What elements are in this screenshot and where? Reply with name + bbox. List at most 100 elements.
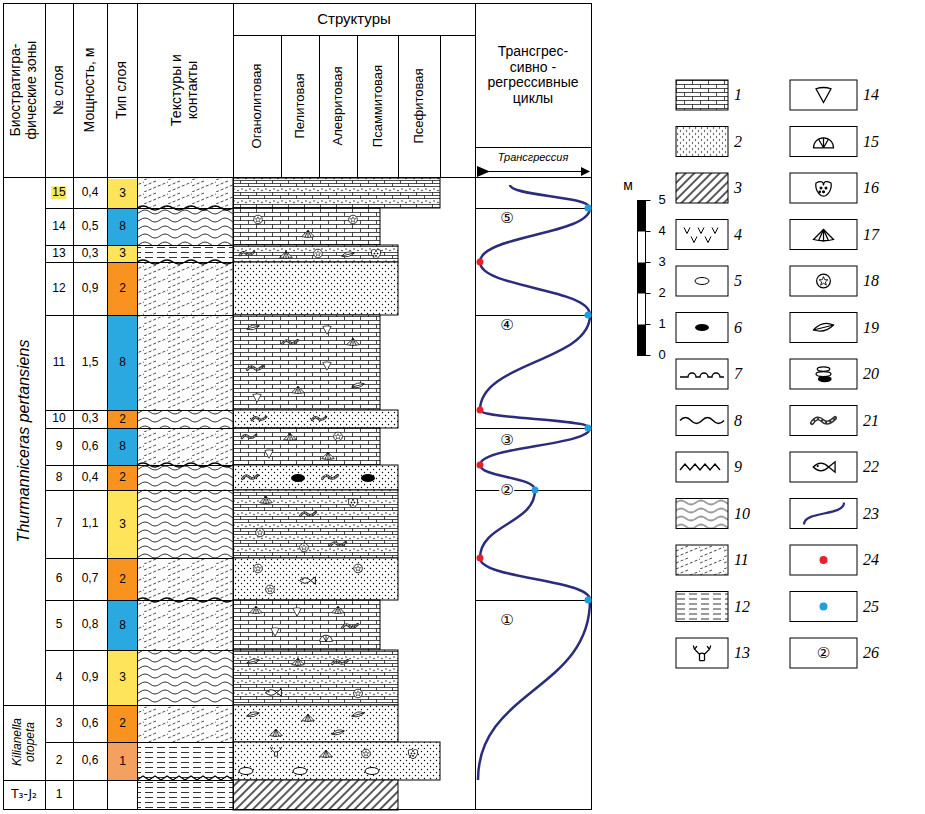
thickness-value: 0,6 bbox=[82, 440, 99, 453]
legend-number: 20 bbox=[863, 365, 879, 383]
legend-samples bbox=[790, 313, 857, 343]
scale-value: 5 bbox=[658, 193, 665, 208]
legend-samples bbox=[814, 230, 834, 242]
legend-samples bbox=[813, 462, 835, 472]
legend-samples bbox=[790, 266, 857, 296]
legend-samples bbox=[790, 592, 857, 622]
layer-type-cell: 3 bbox=[108, 651, 137, 705]
cycle-number: ④ bbox=[499, 317, 514, 334]
layer-type-number: 2 bbox=[119, 413, 126, 426]
texture-column bbox=[137, 558, 233, 600]
fossil-symbols bbox=[354, 564, 363, 573]
cycle-curve bbox=[477, 185, 592, 780]
cycle-curve bbox=[477, 407, 484, 414]
legend-samples bbox=[676, 173, 728, 203]
legend-samples bbox=[790, 406, 857, 436]
fossil-symbols bbox=[332, 660, 347, 663]
legend-samples bbox=[790, 127, 857, 157]
legend-samples bbox=[695, 324, 709, 331]
layer-type-cell: 2 bbox=[108, 466, 137, 490]
legend-number: 15 bbox=[863, 133, 879, 151]
legend-number: 17 bbox=[863, 226, 879, 244]
cycle-curve bbox=[477, 259, 484, 266]
fossil-symbols bbox=[352, 712, 365, 717]
fossil-symbols bbox=[362, 749, 371, 758]
fossil-symbols bbox=[348, 498, 358, 507]
zone-name: Thurmanniceras pertansiens bbox=[15, 340, 33, 543]
texture-column bbox=[137, 410, 233, 428]
cycle-curve bbox=[532, 487, 539, 494]
legend-samples bbox=[790, 266, 857, 296]
legend-samples bbox=[676, 80, 728, 110]
column-heading: Трансгрес- сивно - регрессивные циклы bbox=[483, 44, 583, 107]
table-grid bbox=[4, 4, 592, 810]
legend-samples bbox=[790, 359, 857, 389]
layer-type-number: 2 bbox=[119, 717, 126, 730]
column-heading: № слоя bbox=[51, 65, 67, 115]
fossil-symbols bbox=[314, 249, 323, 258]
table-grid bbox=[476, 209, 592, 601]
column-heading: Мощность, м bbox=[82, 48, 98, 133]
fossil-symbols bbox=[254, 215, 263, 224]
age-label: T₃-J₂ bbox=[11, 788, 37, 801]
lithology-column bbox=[233, 742, 440, 780]
legend-samples bbox=[676, 220, 728, 250]
legend-number: 6 bbox=[734, 319, 742, 337]
scale-unit: м bbox=[623, 178, 633, 194]
scale-value: 3 bbox=[658, 255, 665, 270]
fossil-symbols bbox=[239, 768, 253, 775]
legend-samples bbox=[790, 452, 857, 482]
legend-samples bbox=[680, 464, 720, 470]
layer-type-cell: 8 bbox=[108, 316, 137, 410]
fossil-symbols bbox=[271, 628, 279, 636]
fossil-symbols bbox=[256, 528, 265, 537]
legend-samples bbox=[676, 592, 728, 622]
legend-samples bbox=[790, 638, 857, 668]
legend-number: 24 bbox=[863, 551, 879, 569]
cycle-number: ① bbox=[499, 612, 514, 629]
legend-number: 5 bbox=[734, 272, 742, 290]
legend-number: 21 bbox=[863, 412, 879, 430]
legend-samples bbox=[790, 406, 857, 436]
fossil-symbols bbox=[300, 577, 316, 584]
layer-number: 13 bbox=[52, 247, 65, 260]
layer-number: 6 bbox=[56, 572, 63, 585]
legend-number: 7 bbox=[734, 365, 742, 383]
lithology-column bbox=[233, 650, 398, 705]
layer-type-number: 2 bbox=[119, 471, 126, 484]
layer-type-cell: 2 bbox=[108, 263, 137, 315]
layer-type-number: 3 bbox=[119, 518, 126, 531]
transgression-arrow bbox=[489, 171, 583, 172]
thickness-value: 0,3 bbox=[82, 412, 99, 425]
legend-samples bbox=[676, 545, 728, 575]
legend-samples bbox=[790, 220, 857, 250]
fossil-symbols bbox=[293, 608, 301, 616]
layer-number: 15 bbox=[51, 186, 66, 199]
texture-column bbox=[137, 428, 233, 465]
legend-samples bbox=[676, 266, 728, 296]
column-heading: Текстуры и контакты bbox=[169, 43, 200, 138]
fossil-symbols bbox=[347, 338, 360, 345]
fossil-symbols bbox=[323, 326, 331, 334]
fossil-symbols bbox=[266, 689, 282, 696]
layer-type-number: 3 bbox=[119, 247, 126, 260]
fossil-symbols bbox=[260, 496, 273, 503]
fossil-symbols bbox=[282, 340, 297, 343]
fossil-symbols bbox=[302, 714, 315, 721]
layer-type-number: 2 bbox=[119, 282, 126, 295]
layer-type-number: 8 bbox=[119, 619, 126, 632]
legend-samples bbox=[812, 418, 835, 423]
lithology-column bbox=[233, 245, 398, 262]
thickness-value: 1,1 bbox=[82, 517, 99, 530]
cycle-curve bbox=[585, 425, 592, 432]
fossil-symbols bbox=[247, 712, 260, 717]
layer-number: 1 bbox=[56, 788, 63, 801]
fossil-symbols bbox=[408, 749, 418, 758]
fossil-symbols bbox=[242, 475, 257, 478]
legend-samples bbox=[676, 313, 728, 343]
legend-number: 4 bbox=[734, 226, 742, 244]
legend-samples bbox=[790, 80, 857, 110]
fossil-symbols bbox=[302, 230, 315, 237]
fossil-symbols bbox=[271, 747, 282, 756]
